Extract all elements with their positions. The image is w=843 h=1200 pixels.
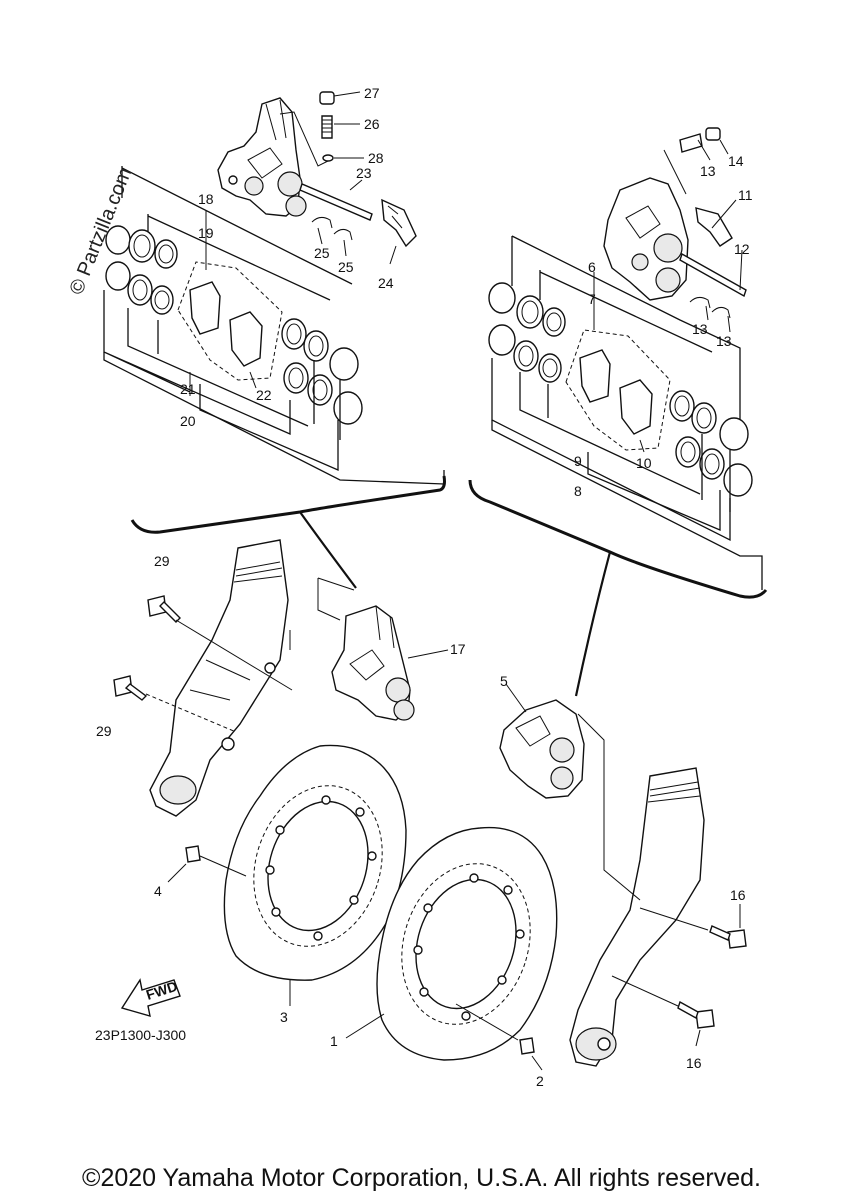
- callout-12: 12: [734, 241, 750, 257]
- callout-23: 24: [378, 275, 394, 291]
- callout-20: 20: [180, 413, 196, 429]
- callout-24: 23: [356, 165, 372, 181]
- callout-11: 11: [738, 187, 753, 203]
- callout-5: 5: [500, 673, 508, 689]
- brake-disc-1: [376, 826, 558, 1061]
- callout-29-a: 29: [154, 553, 170, 569]
- disc-bolt-4: [185, 845, 201, 863]
- callout-22: 22: [256, 387, 272, 403]
- callout-21: 21: [180, 381, 196, 397]
- callout-17: 17: [450, 641, 466, 657]
- callout-10: 10: [636, 455, 652, 471]
- callout-13-a: 13: [692, 321, 708, 337]
- fwd-arrow-icon: FWD: [120, 978, 181, 1017]
- callout-25-a: 25: [314, 245, 330, 261]
- left-brace: [130, 475, 446, 534]
- callout-14: 13: [700, 163, 716, 179]
- callout-18: 18: [198, 191, 214, 207]
- callout-15: 14: [728, 153, 744, 169]
- disc-bolt-2: [519, 1037, 535, 1055]
- diagram-code: 23P1300-J300: [95, 1027, 187, 1043]
- callout-25-b: 25: [338, 259, 354, 275]
- callout-9: 9: [574, 453, 582, 469]
- right-fork-assembly: [499, 699, 747, 1067]
- callout-16-a: 16: [730, 887, 746, 903]
- left-fork-assembly: [113, 539, 449, 817]
- callout-7: 7: [588, 291, 596, 307]
- right-brace: [468, 479, 768, 599]
- copyright-notice: ©2020 Yamaha Motor Corporation, U.S.A. A…: [82, 1164, 761, 1192]
- callout-2: 2: [536, 1073, 544, 1089]
- callout-29-b: 29: [96, 723, 112, 739]
- callout-16-b: 16: [686, 1055, 702, 1071]
- callout-19: 19: [198, 225, 214, 241]
- right-caliper-assembly: [488, 127, 763, 590]
- callout-27: 27: [364, 85, 380, 101]
- callout-6: 6: [588, 259, 596, 275]
- callout-1: 1: [330, 1033, 338, 1049]
- callout-13-b: 13: [716, 333, 732, 349]
- brake-disc-3: [223, 744, 407, 981]
- callout-3: 3: [280, 1009, 288, 1025]
- callout-26: 26: [364, 116, 380, 132]
- callout-labels: 27 26 28 23 25 25 24 18 19 21 20 22 13 1…: [96, 85, 753, 1089]
- callout-4: 4: [154, 883, 162, 899]
- left-caliper-assembly: [103, 91, 445, 485]
- callout-28: 28: [368, 150, 384, 166]
- callout-8: 8: [574, 483, 582, 499]
